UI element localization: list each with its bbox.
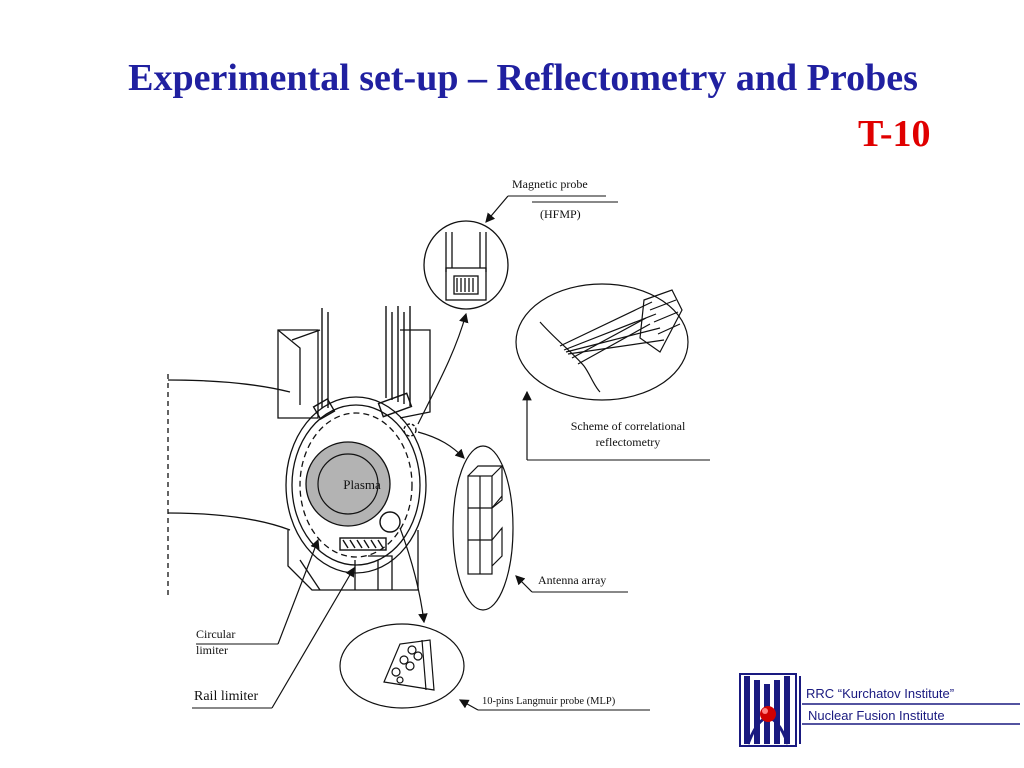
scheme-label-line2: reflectometry [596, 435, 661, 449]
scheme-label-line1: Scheme of correlational [571, 419, 686, 433]
connector-arrows [399, 312, 469, 624]
magnetic-probe-label: Magnetic probe [512, 177, 588, 191]
antenna-array-label: Antenna array [538, 573, 606, 587]
logo-line2: Nuclear Fusion Institute [808, 708, 945, 723]
circular-limiter-label-line2: limiter [196, 643, 228, 657]
hfmp-label: (HFMP) [540, 207, 581, 221]
logo-emblem [739, 673, 797, 747]
antenna-array-inset [452, 445, 514, 611]
langmuir-probe-label: 10-pins Langmuir probe (MLP) [482, 696, 616, 707]
slide-title: Experimental set-up – Reflectometry and … [128, 57, 918, 99]
plasma-label: Plasma [343, 477, 381, 492]
slide-subtitle: T-10 [858, 113, 931, 155]
logo-line1: RRC “Kurchatov Institute” [806, 686, 954, 701]
probe-rods [312, 306, 417, 551]
tokamak-chamber [167, 329, 431, 595]
magnetic-probe-inset [423, 220, 509, 310]
circular-limiter-label-line1: Circular [196, 627, 235, 641]
reflectometry-scheme-inset [515, 283, 689, 401]
rail-limiter-label: Rail limiter [194, 689, 258, 704]
kurchatov-institute-logo: RRC “Kurchatov Institute” Nuclear Fusion… [739, 673, 1020, 747]
langmuir-probe-inset [339, 623, 465, 709]
plasma-region: Plasma [305, 441, 391, 527]
